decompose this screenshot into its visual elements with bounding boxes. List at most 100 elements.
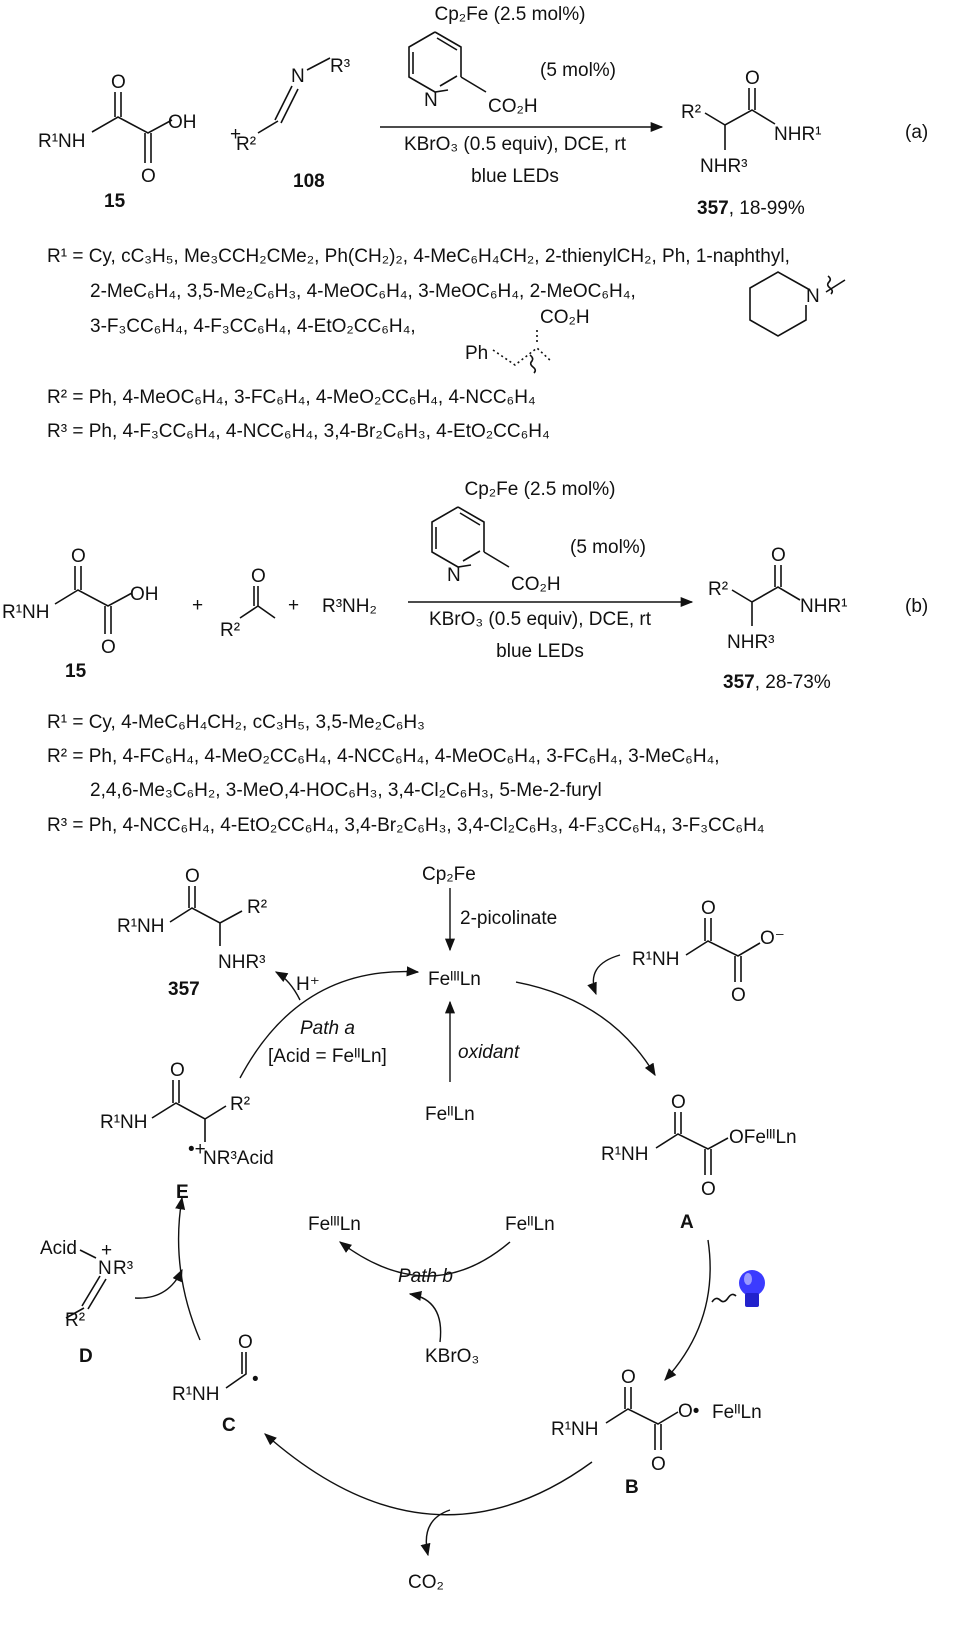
proton-label: H⁺ bbox=[296, 974, 320, 995]
product-release-arrow bbox=[274, 971, 301, 1001]
mechanism: Cp₂Fe 2-picolinate FeᴵᴵᴵLn oxidant FeᴵᴵL… bbox=[40, 864, 797, 1593]
o-bottom: O bbox=[101, 637, 116, 658]
path-b: FeᴵᴵᴵLn FeᴵᴵLn Path b KBrO₃ bbox=[308, 1214, 555, 1367]
path-a-note: [Acid = FeᴵᴵLn] bbox=[268, 1046, 387, 1067]
r3: R³ bbox=[113, 1258, 133, 1279]
iminium-plus: + bbox=[101, 1240, 112, 1261]
compound-label-15: 15 bbox=[104, 191, 126, 212]
conditions-label: KBrO₃ (0.5 equiv), DCE, rt bbox=[429, 609, 652, 630]
cp2fe-label: Cp₂Fe bbox=[422, 864, 476, 885]
label-D: D bbox=[79, 1346, 93, 1367]
radical-B: R¹NH O O• FeᴵᴵLn O B bbox=[551, 1367, 762, 1498]
r2: R² bbox=[65, 1310, 85, 1331]
o: O bbox=[238, 1332, 253, 1353]
path-b-fe2: FeᴵᴵLn bbox=[505, 1214, 555, 1235]
path-a-arc bbox=[239, 966, 420, 1079]
r3-line: R³ = Ph, 4-F₃CC₆H₄, 4-NCC₆H₄, 3,4-Br₂C₆H… bbox=[47, 421, 550, 442]
light-label: blue LEDs bbox=[496, 641, 584, 662]
plus-sign-1: + bbox=[192, 595, 203, 616]
carboxylate-entry-arrow bbox=[587, 954, 621, 996]
imine-108: N R³ R² 108 bbox=[236, 56, 350, 192]
r1nh: R¹NH bbox=[100, 1112, 148, 1133]
co2-release-arrow bbox=[420, 1509, 451, 1557]
o-top: O bbox=[621, 1367, 636, 1388]
nr3acid: NR³Acid bbox=[203, 1148, 274, 1169]
scheme-a: Cp₂Fe (2.5 mol%) N CO₂H (5 mol%) KBrO₃ (… bbox=[38, 4, 928, 442]
light-label: blue LEDs bbox=[471, 166, 559, 187]
o-top: O bbox=[671, 1092, 686, 1113]
o-minus: O⁻ bbox=[760, 928, 785, 949]
path-a-label: Path a bbox=[300, 1018, 355, 1039]
oxamate-anion: R¹NH O O⁻ O bbox=[632, 898, 785, 1006]
product-nhr1: NHR¹ bbox=[800, 596, 848, 617]
label-A: A bbox=[680, 1212, 694, 1233]
picolinic-acid-structure: N CO₂H bbox=[431, 506, 561, 595]
fragment-ph: Ph bbox=[465, 343, 488, 364]
compound-label-108: 108 bbox=[293, 171, 325, 192]
imine-r3: R³ bbox=[330, 56, 350, 77]
picolinic-acid-structure: N CO₂H bbox=[408, 31, 538, 117]
nhr3: NHR³ bbox=[218, 952, 266, 973]
imine-r2: R² bbox=[236, 134, 256, 155]
pyridine-n: N bbox=[447, 565, 461, 586]
cycle-arc-C-to-E bbox=[175, 1196, 201, 1341]
compound-label-357: 357 bbox=[168, 979, 200, 1000]
iminium-n: N bbox=[98, 1258, 112, 1279]
o: O bbox=[170, 1060, 185, 1081]
r2: R² bbox=[247, 897, 267, 918]
product-r2: R² bbox=[708, 579, 728, 600]
fragment-co2h: CO₂H bbox=[540, 307, 590, 328]
product-nhr1: NHR¹ bbox=[774, 124, 822, 145]
aldehyde-o: O bbox=[251, 566, 266, 587]
path-b-fe3: FeᴵᴵᴵLn bbox=[308, 1214, 361, 1235]
oh: OH bbox=[130, 584, 159, 605]
scheme-tag-a: (a) bbox=[905, 122, 928, 143]
plus-sign: + bbox=[230, 124, 241, 145]
oxidant-label: oxidant bbox=[458, 1042, 520, 1063]
product-label-yield: 357, 18-99% bbox=[697, 198, 805, 219]
r1-line-1: R¹ = Cy, cC₃H₅, Me₃CCH₂CMe₂, Ph(CH₂)₂, 4… bbox=[47, 246, 790, 267]
phenylalanine-fragment: CO₂H Ph bbox=[465, 307, 590, 374]
o-top: O bbox=[111, 72, 126, 93]
fe2-species: FeᴵᴵLn bbox=[425, 1104, 475, 1125]
co2-label: CO₂ bbox=[408, 1572, 444, 1593]
o-bottom: O bbox=[731, 985, 746, 1006]
o-bottom: O bbox=[701, 1179, 716, 1200]
o-top: O bbox=[71, 546, 86, 567]
product-nhr3: NHR³ bbox=[700, 156, 748, 177]
decarboxylation-arc bbox=[264, 1433, 593, 1516]
light-wave-icon bbox=[711, 1293, 737, 1303]
radical-cation-mark: •+ bbox=[188, 1139, 206, 1160]
iminium-entry-arrow bbox=[134, 1268, 183, 1299]
compound-label-357: 357 bbox=[697, 198, 729, 219]
product-r2: R² bbox=[681, 102, 701, 123]
aldehyde-r2: R² bbox=[220, 620, 240, 641]
acyl-radical-C: R¹NH O • C bbox=[172, 1332, 259, 1436]
o: O bbox=[185, 866, 200, 887]
r1nh: R¹NH bbox=[632, 949, 680, 970]
product-357-b: R² O NHR¹ NHR³ 357, 28-73% bbox=[708, 545, 848, 693]
label-C: C bbox=[222, 1415, 236, 1436]
o-top: O bbox=[701, 898, 716, 919]
kbro3-arrow bbox=[408, 1290, 442, 1343]
o-radical: O• bbox=[678, 1401, 699, 1422]
yield-range: , 28-73% bbox=[755, 672, 831, 693]
ligand-loading: (5 mol%) bbox=[570, 537, 646, 558]
r2-line-2: 2,4,6-Me₃C₆H₂, 3-MeO,4-HOC₆H₃, 3,4-Cl₂C₆… bbox=[90, 780, 602, 801]
product-o: O bbox=[771, 545, 786, 566]
path-b-arc bbox=[338, 1241, 511, 1277]
r2: R² bbox=[230, 1094, 250, 1115]
iminium-D: Acid N + R³ R² D bbox=[40, 1238, 133, 1367]
scheme-tag-b: (b) bbox=[905, 596, 928, 617]
r1nh: R¹NH bbox=[117, 916, 165, 937]
yield-range: , 18-99% bbox=[729, 198, 805, 219]
o-bottom: O bbox=[141, 166, 156, 187]
plus-sign-2: + bbox=[288, 595, 299, 616]
ofe3: OFeᴵᴵᴵLn bbox=[729, 1127, 797, 1148]
imine-n: N bbox=[291, 66, 305, 87]
piperidine-fragment: N bbox=[749, 271, 846, 337]
compound-label-15: 15 bbox=[65, 661, 87, 682]
r2-line: R² = Ph, 4-MeOC₆H₄, 3-FC₆H₄, 4-MeO₂CC₆H₄… bbox=[47, 387, 536, 408]
co2h-label: CO₂H bbox=[488, 96, 538, 117]
